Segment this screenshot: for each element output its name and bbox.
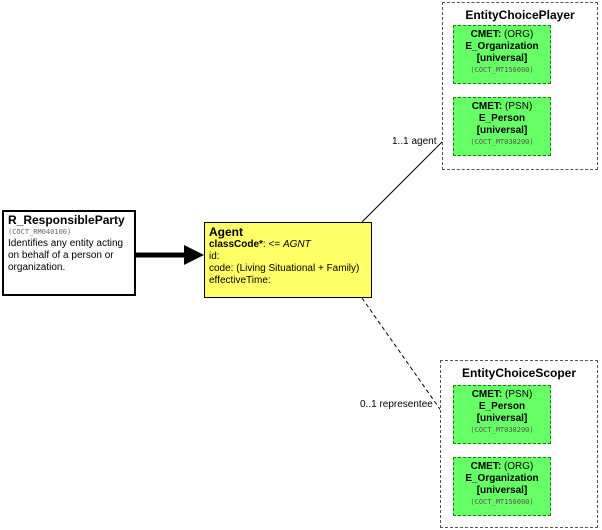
cmet-kind: (PSN) [505,101,533,112]
cmet-person-box: CMET: (PSN) E_Person [universal] (COCT_M… [453,385,551,444]
cmet-code: (COCT_MT030200) [470,426,534,434]
cmet-qualifier: [universal] [476,413,528,424]
cmet-code: (COCT_MT150000) [470,498,534,506]
description-line: organization. [8,262,66,273]
cmet-person-box: CMET: (PSN) E_Person [universal] (COCT_M… [453,97,551,156]
cmet-header: CMET: (PSN) [454,389,550,401]
agent-code-attr: code: (Living Situational + Family) [209,263,360,274]
cmet-org-box: CMET: (ORG) E_Organization [universal] (… [453,25,551,84]
cmet-name: E_Person [478,113,526,124]
agent-title: Agent [209,225,243,239]
cmet-prefix: CMET: [471,101,503,112]
cmet-name: E_Person [478,401,526,412]
entity-choice-player-title: EntityChoicePlayer [465,8,575,22]
cmet-name: E_Organization [465,473,539,484]
class-code-value: AGNT [282,239,311,250]
responsible-party-arrowhead [184,245,204,265]
responsible-party-title: R_ResponsibleParty [8,213,125,227]
cmet-kind: (PSN) [505,389,533,400]
class-code-operator: : <= [262,239,283,250]
entity-choice-scoper-title: EntityChoiceScoper [461,366,577,380]
entity-choice-player-box: EntityChoicePlayer CMET: (ORG) E_Organiz… [442,2,598,170]
cmet-prefix: CMET: [471,389,503,400]
cmet-prefix: CMET: [470,461,502,472]
cmet-code: (COCT_MT150000) [470,66,534,74]
cmet-qualifier: [universal] [476,125,528,136]
description-line: Identifies any entity acting [8,238,124,249]
entity-choice-scoper-box: EntityChoiceScoper CMET: (PSN) E_Person … [440,360,598,528]
class-code-label: classCode* [209,239,263,250]
representee-association-line [361,297,443,413]
responsible-party-description: Identifies any entity acting on behalf o… [8,238,130,274]
responsible-party-box: R_ResponsibleParty (COCT_RM040100) Ident… [2,210,136,296]
agent-association-label: 1..1 agent [392,136,437,148]
description-line: on behalf of a person or [8,250,114,261]
agent-association-line [361,141,443,223]
cmet-header: CMET: (ORG) [454,29,550,41]
cmet-name: E_Organization [465,41,539,52]
cmet-qualifier: [universal] [476,53,528,64]
cmet-header: CMET: (PSN) [454,101,550,113]
representee-association-label: 0..1 representee [360,399,433,411]
cmet-org-box: CMET: (ORG) E_Organization [universal] (… [453,457,551,516]
cmet-qualifier: [universal] [476,485,528,496]
cmet-prefix: CMET: [470,29,502,40]
cmet-code: (COCT_MT030200) [470,138,534,146]
agent-class-box: Agent classCode*: <= AGNT id: code: (Liv… [204,222,372,298]
agent-effective-time-attr: effectiveTime: [209,275,271,286]
responsible-party-code: (COCT_RM040100) [8,228,72,236]
cmet-kind: (ORG) [503,461,534,472]
agent-class-code: classCode*: <= AGNT [209,239,367,251]
cmet-kind: (ORG) [503,29,534,40]
cmet-header: CMET: (ORG) [454,461,550,473]
agent-id-attr: id: [209,251,220,262]
